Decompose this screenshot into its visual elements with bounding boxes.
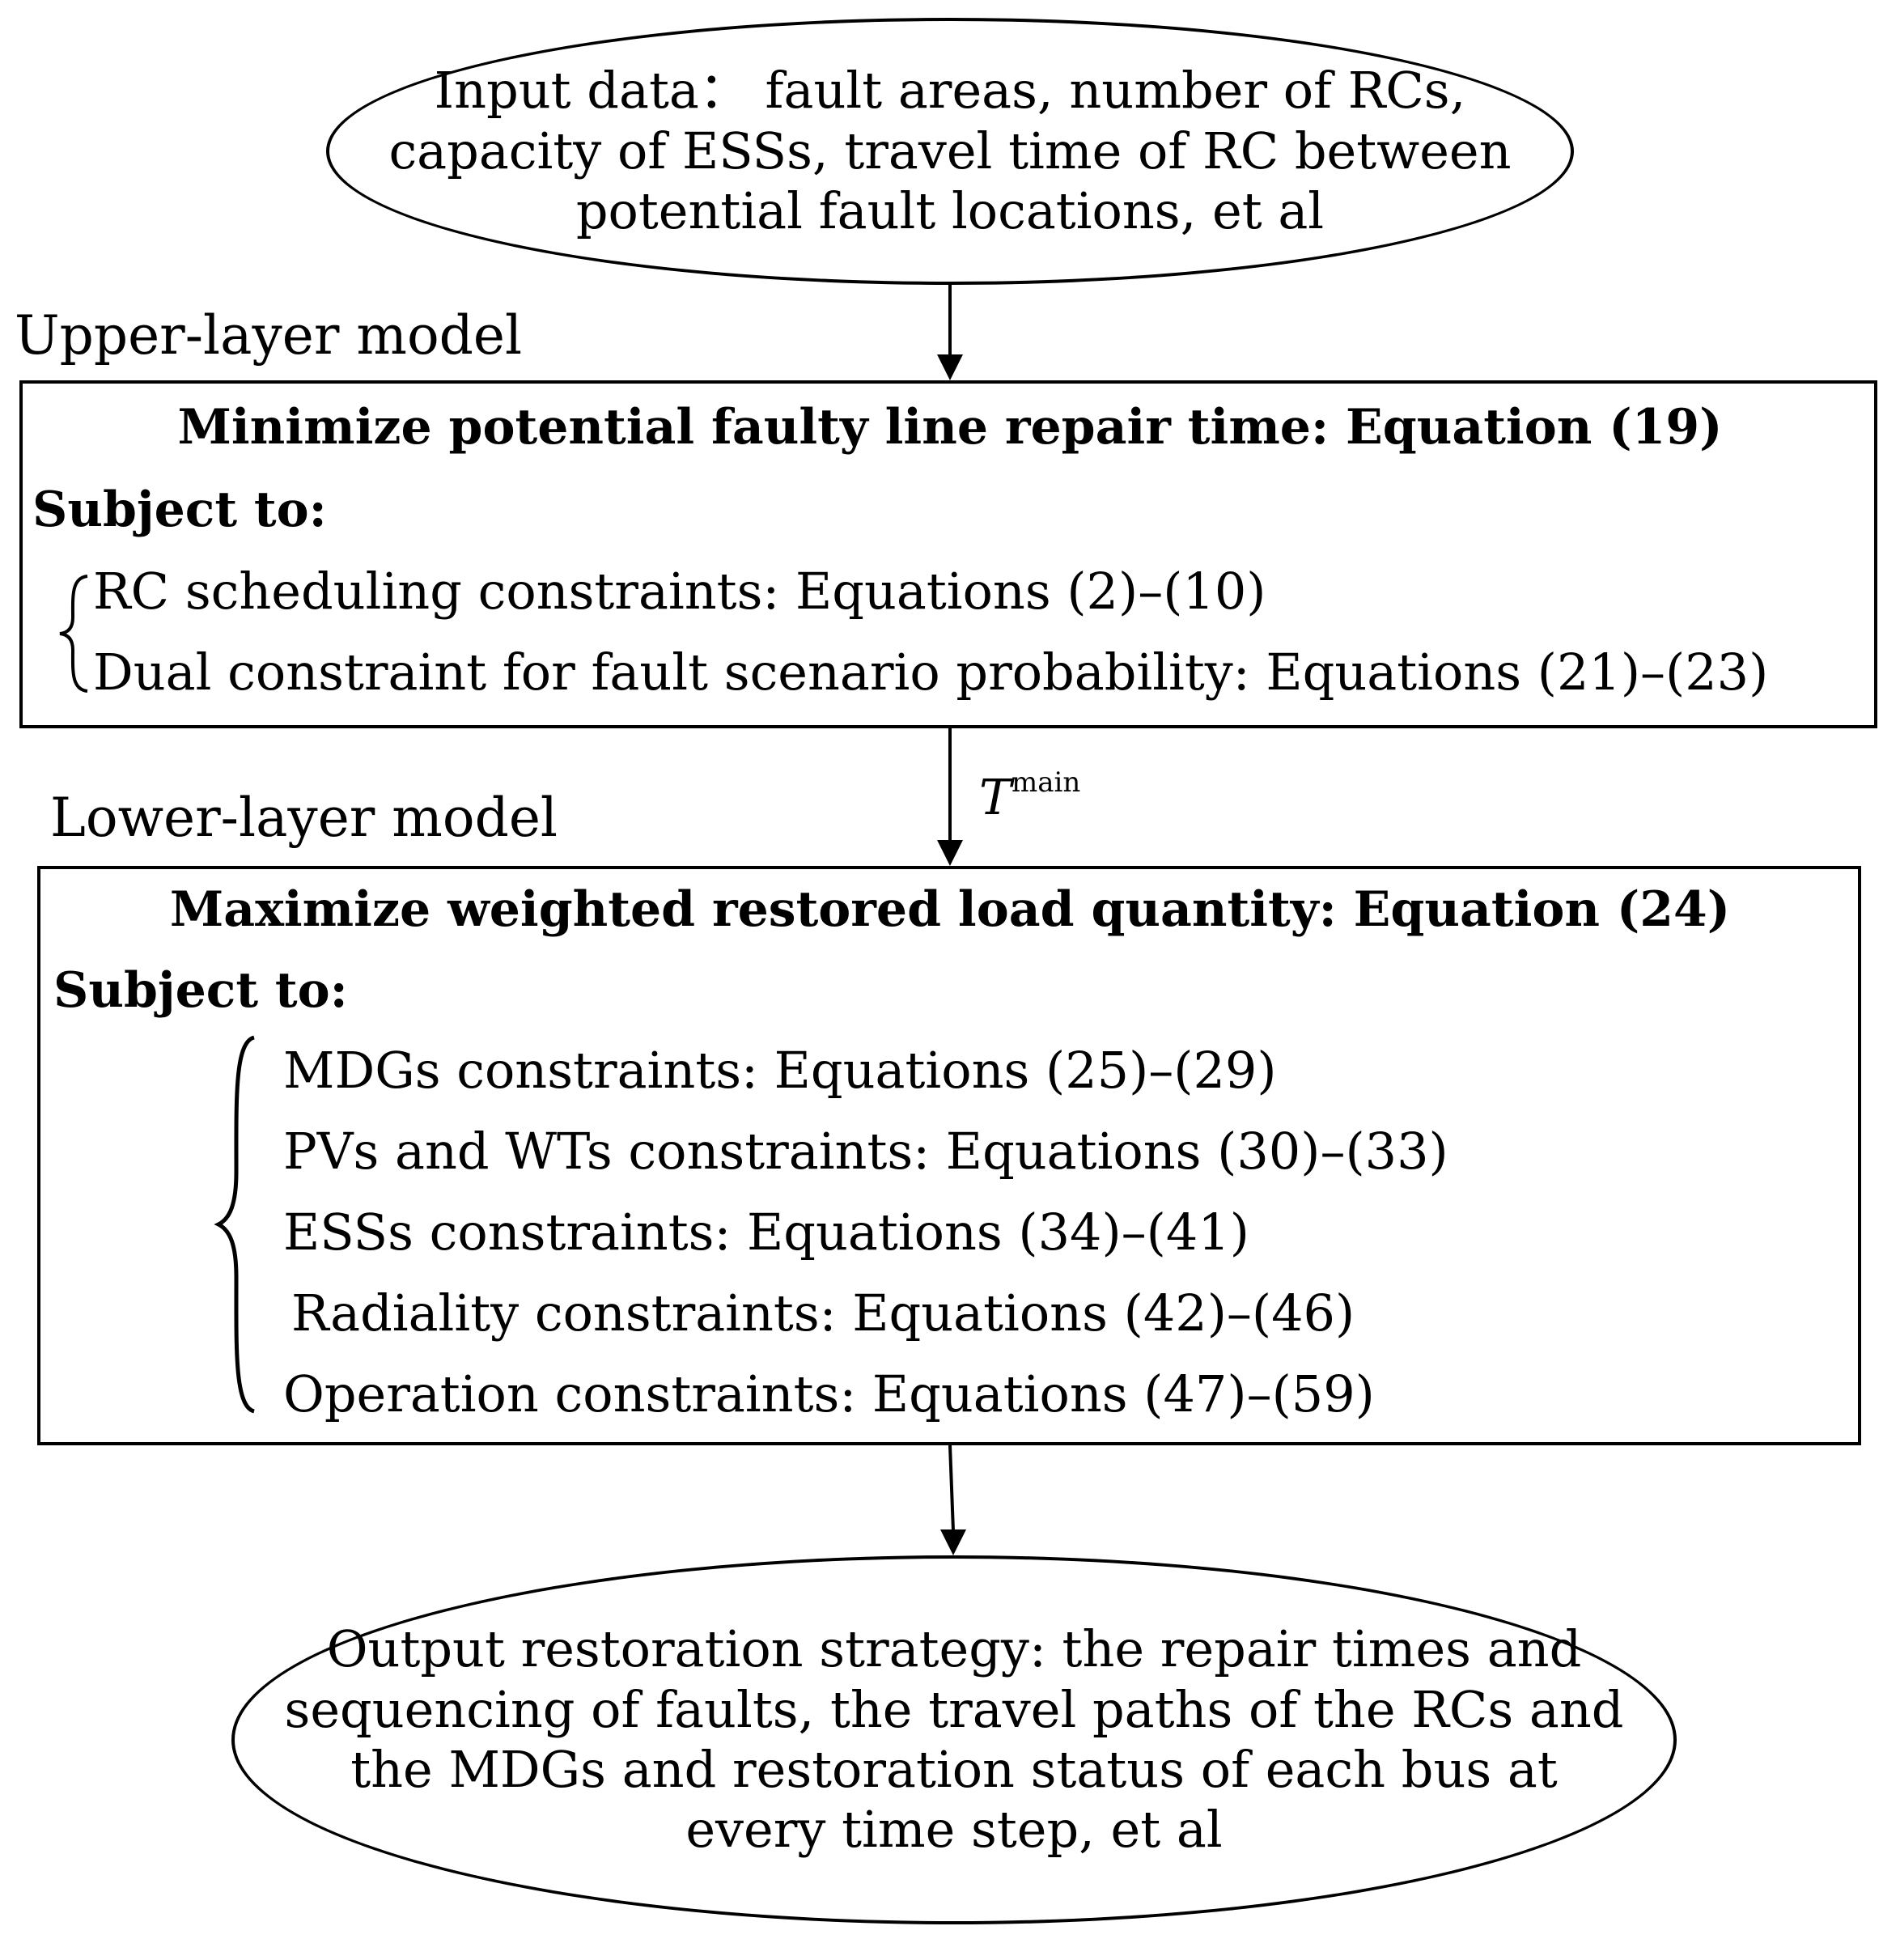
- arrow-input-to-upper: [937, 285, 963, 380]
- link-superscript: main: [1011, 766, 1081, 799]
- link-symbol: T: [979, 770, 1012, 826]
- lower-constraint-radiality: Radiality constraints: Equations (42)–(4…: [291, 1283, 1355, 1343]
- output-line-3: the MDGs and restoration status of each …: [350, 1740, 1558, 1799]
- lower-objective: Maximize weighted restored load quantity…: [169, 881, 1731, 938]
- input-line-1: Input data： fault areas, number of RCs,: [434, 61, 1466, 121]
- lower-subject-to: Subject to:: [53, 962, 348, 1019]
- output-line-1: Output restoration strategy: the repair …: [326, 1619, 1582, 1679]
- upper-brace: [59, 575, 88, 693]
- upper-layer-label: Upper-layer model: [15, 304, 523, 367]
- lower-layer-label: Lower-layer model: [50, 787, 558, 849]
- output-line-2: sequencing of faults, the travel paths o…: [284, 1679, 1624, 1739]
- lower-constraint-pvs-wts: PVs and WTs constraints: Equations (30)–…: [283, 1122, 1448, 1181]
- lower-constraint-operation: Operation constraints: Equations (47)–(5…: [283, 1364, 1375, 1423]
- lower-constraint-esss: ESSs constraints: Equations (34)–(41): [283, 1203, 1249, 1262]
- upper-constraint-rc-scheduling: RC scheduling constraints: Equations (2)…: [93, 562, 1266, 621]
- input-line-3: potential fault locations, et al: [575, 181, 1325, 241]
- lower-brace: [214, 1035, 256, 1414]
- link-label: Tmain: [979, 769, 1080, 822]
- lower-layer-box: [37, 866, 1861, 1445]
- upper-subject-to: Subject to:: [32, 482, 327, 538]
- input-terminal: Input data： fault areas, number of RCs, …: [326, 18, 1574, 285]
- arrow-upper-to-lower: [937, 728, 963, 866]
- output-terminal: Output restoration strategy: the repair …: [231, 1555, 1677, 1924]
- output-line-4: every time step, et al: [685, 1800, 1223, 1860]
- upper-objective: Minimize potential faulty line repair ti…: [177, 399, 1723, 456]
- input-line-2: capacity of ESSs, travel time of RC betw…: [388, 121, 1512, 180]
- upper-layer-box: [19, 380, 1877, 728]
- upper-constraint-dual: Dual constraint for fault scenario proba…: [93, 643, 1769, 702]
- lower-constraint-mdgs: MDGs constraints: Equations (25)–(29): [283, 1041, 1277, 1100]
- arrow-lower-to-output: [940, 1445, 966, 1555]
